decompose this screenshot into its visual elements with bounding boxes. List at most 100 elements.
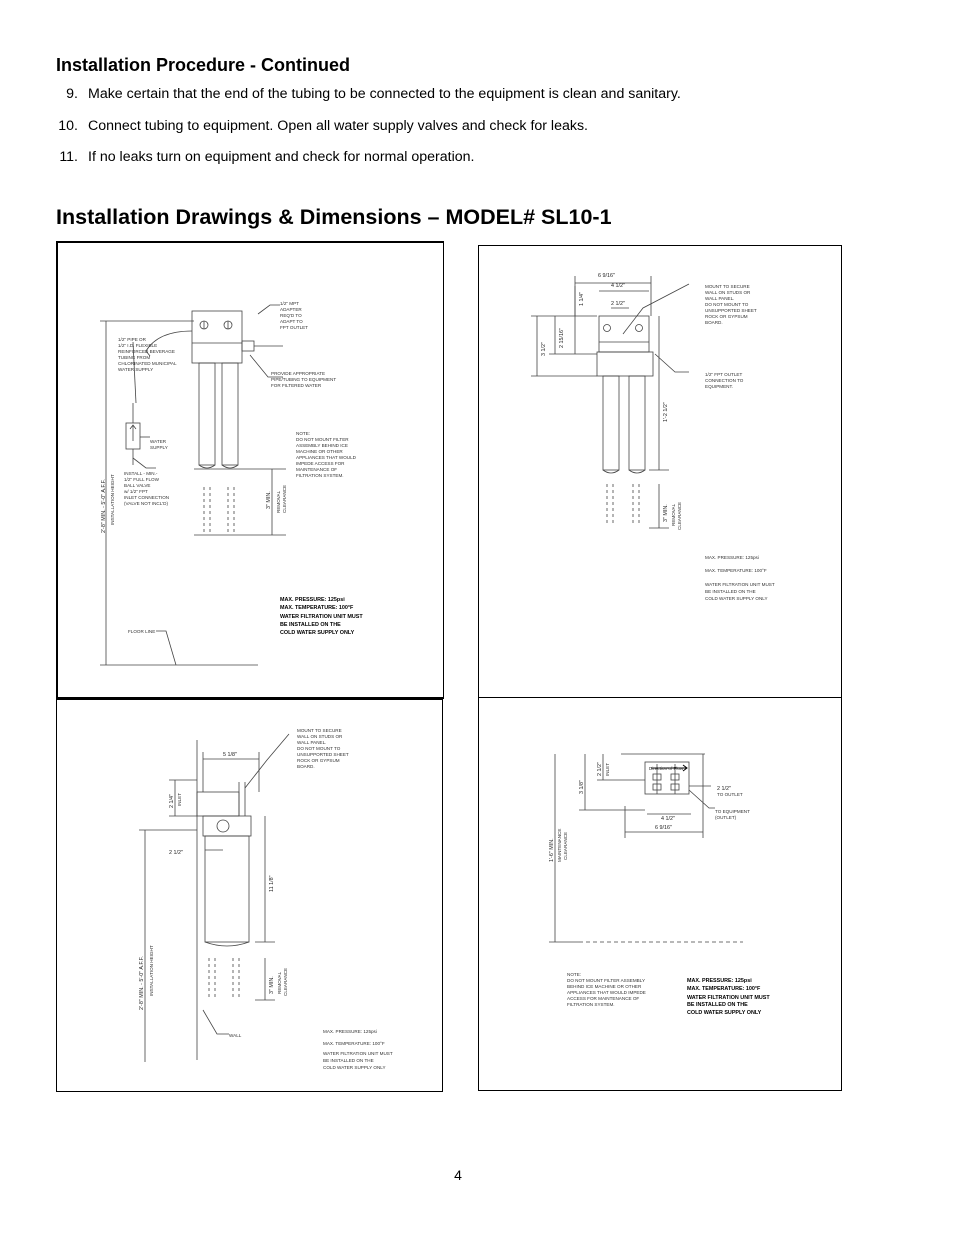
drawings-title: Installation Drawings & Dimensions – MOD… bbox=[56, 205, 612, 229]
drawing-label: MOUNT TO SECURE bbox=[297, 728, 342, 733]
drawing-label: MAX. TEMPERATURE: 100°F bbox=[705, 568, 767, 573]
mid-width-label: 4 1/2" bbox=[611, 283, 625, 289]
drawing-label: MAX. TEMPERATURE: 100°F bbox=[687, 986, 761, 992]
section-title: Installation Procedure - Continued bbox=[56, 55, 351, 75]
front-view-drawing: 1/2" MPT ADAPTER REQ'D TO ADAPT TO FPT O… bbox=[56, 241, 444, 699]
drawing-label: EQUIPMENT. bbox=[705, 384, 733, 389]
height-label: 2'-8" MIN. - 5'-0" A.F.F. bbox=[139, 956, 145, 1010]
drawing-label: CONNECTION TO bbox=[705, 378, 744, 383]
outlet-sub-label: TO OUTLET bbox=[717, 792, 743, 797]
height-sub-label: INSTALLATION HEIGHT bbox=[149, 945, 154, 996]
specs-block: MAX. PRESSURE: 125psi MAX. TEMPERATURE: … bbox=[323, 1029, 393, 1070]
clearance-label: 3" MIN. bbox=[266, 491, 272, 509]
drawing-label: BE INSTALLED ON THE bbox=[687, 1002, 748, 1008]
to-equipment-label: TO EQUIPMENT bbox=[715, 809, 750, 814]
drawing-label: TUBING FROM bbox=[118, 355, 150, 360]
drawing-label: 1/2" PIPE OR bbox=[118, 337, 147, 342]
mpt-adapter-label: 1/2" MPT ADAPTER REQ'D TO ADAPT TO FPT O… bbox=[280, 301, 308, 330]
drawing-label: FOR FILTERED WATER bbox=[271, 383, 322, 388]
top-note-label: NOTE: DO NOT MOUNT FILTER ASSEMBLY BEHIN… bbox=[567, 972, 646, 1007]
drawing-label: MAX. PRESSURE: 125psi bbox=[705, 555, 759, 560]
step-number: 10. bbox=[58, 117, 78, 134]
drawing-label: MACHINE OR OTHER bbox=[296, 449, 343, 454]
drawing-label: ADAPT TO bbox=[280, 319, 303, 324]
drawing-label: CHLORINATED MUNICIPAL bbox=[118, 361, 177, 366]
drawing-label: 1/2" MPT bbox=[280, 301, 299, 306]
drawing-label: BE INSTALLED ON THE bbox=[323, 1058, 374, 1063]
drawing-label: DO NOT MOUNT FILTER ASSEMBLY bbox=[567, 978, 645, 983]
drawing-label: WALL PANEL. bbox=[705, 296, 734, 301]
step-number: 9. bbox=[66, 86, 78, 102]
drawing-label: PIPE/TUBING TO EQUIPMENT bbox=[271, 377, 336, 382]
drawing-label: COLD WATER SUPPLY ONLY bbox=[687, 1010, 762, 1016]
drawing-label: WALL ON STUDS OR bbox=[705, 290, 751, 295]
drawing-label: MOUNT TO SECURE bbox=[705, 284, 750, 289]
drawing-label: SUPPLY bbox=[150, 445, 168, 450]
drawing-label: MAX. PRESSURE: 125psi bbox=[280, 597, 345, 603]
inlet-label: INLET bbox=[605, 763, 610, 776]
outlet-dim-label: 2 1/2" bbox=[717, 786, 731, 792]
provide-note-label: PROVIDE APPROPRIATE PIPE/TUBING TO EQUIP… bbox=[271, 371, 336, 388]
drawing-label: BE INSTALLED ON THE bbox=[705, 589, 756, 594]
overall-width-label: 6 9/16" bbox=[598, 273, 615, 279]
drawing-label: MAINTENANCE OF bbox=[296, 467, 337, 472]
side-view-drawing: 5 1/8" 2 1/4" INLET 2 1/2" 11 1/8" 2'-8"… bbox=[56, 699, 443, 1092]
mount-note-label: NOTE: DO NOT MOUNT FILTER ASSEMBLY BEHIN… bbox=[296, 431, 357, 478]
drawing-label: FILTRATION SYSTEM. bbox=[567, 1002, 615, 1007]
step-text: Make certain that the end of the tubing … bbox=[88, 86, 681, 102]
drawing-label: ASSEMBLY BEHIND ICE bbox=[296, 443, 348, 448]
drawing-label: FILTRATION SYSTEM. bbox=[296, 473, 344, 478]
drawing-label: APPLIANCES THAT WOULD bbox=[296, 455, 357, 460]
drawing-label: UNSUPPORTED SHEET bbox=[705, 308, 757, 313]
height-a-label: 3 1/2" bbox=[541, 342, 547, 356]
top-view-svg: Direction of Flow 3 1/8" 2 1/2" INLET 2 … bbox=[549, 753, 770, 1016]
drawing-label: FPT OUTLET bbox=[280, 325, 308, 330]
height-a-label: 2 1/4" bbox=[169, 794, 175, 808]
fpt-note-label: 1/2" FPT OUTLET CONNECTION TO EQUIPMENT. bbox=[705, 372, 744, 389]
height-sub-label: INSTALLATION HEIGHT bbox=[110, 474, 115, 525]
drawing-label: 1/2" FPT OUTLET bbox=[705, 372, 742, 377]
mid-width-label: 4 1/2" bbox=[661, 816, 675, 822]
drawing-label: NOTE: bbox=[567, 972, 581, 977]
drawing-label: WALL ON STUDS OR bbox=[297, 734, 343, 739]
top-height-label: 1 1/4" bbox=[579, 292, 585, 306]
clearance-sub-label: REMOVAL bbox=[671, 503, 676, 526]
drawing-label: DO NOT MOUNT TO bbox=[297, 746, 341, 751]
drawing-label: IMPEDE ACCESS FOR bbox=[296, 461, 345, 466]
floor-line-label: FLOOR LINE bbox=[128, 629, 155, 634]
height-b-label: 2 1/2" bbox=[597, 762, 603, 776]
drawing-label: WATER FILTRATION UNIT MUST bbox=[687, 995, 770, 1001]
drawing-label: WATER FILTRATION UNIT MUST bbox=[280, 614, 363, 620]
drawing-label: ROCK OR GYPSUM bbox=[297, 758, 340, 763]
clearance-sub-label: MAINTENANCE bbox=[557, 829, 562, 862]
clearance-label: 3" MIN. bbox=[269, 976, 275, 994]
drawing-label: WATER bbox=[150, 439, 167, 444]
drawing-label: WALL PANEL. bbox=[297, 740, 326, 745]
drawing-label: DO NOT MOUNT TO bbox=[705, 302, 749, 307]
dimension-view-drawing: 6 9/16" 4 1/2" 2 1/2" 1 1/4" 3 1/2" 2 15… bbox=[478, 245, 842, 698]
drawing-label: WATER FILTRATION UNIT MUST bbox=[323, 1051, 393, 1056]
page-number: 4 bbox=[454, 1167, 462, 1183]
body-height-label: 11 1/8" bbox=[269, 875, 275, 892]
wall-label: WALL bbox=[229, 1033, 242, 1038]
drawing-label: INLET CONNECTION bbox=[124, 495, 169, 500]
drawing-label: WATER FILTRATION UNIT MUST bbox=[705, 582, 775, 587]
drawing-label: MAX. TEMPERATURE: 100°F bbox=[280, 605, 354, 611]
drawing-label: PROVIDE APPROPRIATE bbox=[271, 371, 325, 376]
drawing-label: BOARD. bbox=[297, 764, 315, 769]
inlet-label: INLET bbox=[177, 793, 182, 806]
drawing-label: MAX. PRESSURE: 125psi bbox=[323, 1029, 377, 1034]
step-text: Connect tubing to equipment. Open all wa… bbox=[88, 117, 588, 134]
small-width-label: 2 1/2" bbox=[611, 301, 625, 307]
clearance-sub-label: REMOVAL bbox=[276, 490, 281, 513]
install-note-label: INSTALL - MIN.- 1/2" FULL FLOW BALL VALV… bbox=[124, 471, 169, 506]
drawing-label: COLD WATER SUPPLY ONLY bbox=[280, 630, 355, 636]
height-a-label: 3 1/8" bbox=[579, 780, 585, 794]
procedure-steps: 9. Make certain that the end of the tubi… bbox=[56, 86, 916, 181]
clearance-label: 3" MIN. bbox=[663, 504, 669, 522]
pipe-note-label: 1/2" PIPE OR 1/2" I.D. FLEXIBLE REINFORC… bbox=[118, 337, 177, 372]
list-item: 10. Connect tubing to equipment. Open al… bbox=[56, 118, 916, 150]
drawing-label: 1/2" FULL FLOW bbox=[124, 477, 160, 482]
drawing-label: MAX. PRESSURE: 125psi bbox=[687, 978, 752, 984]
drawing-label: DO NOT MOUNT FILTER bbox=[296, 437, 349, 442]
